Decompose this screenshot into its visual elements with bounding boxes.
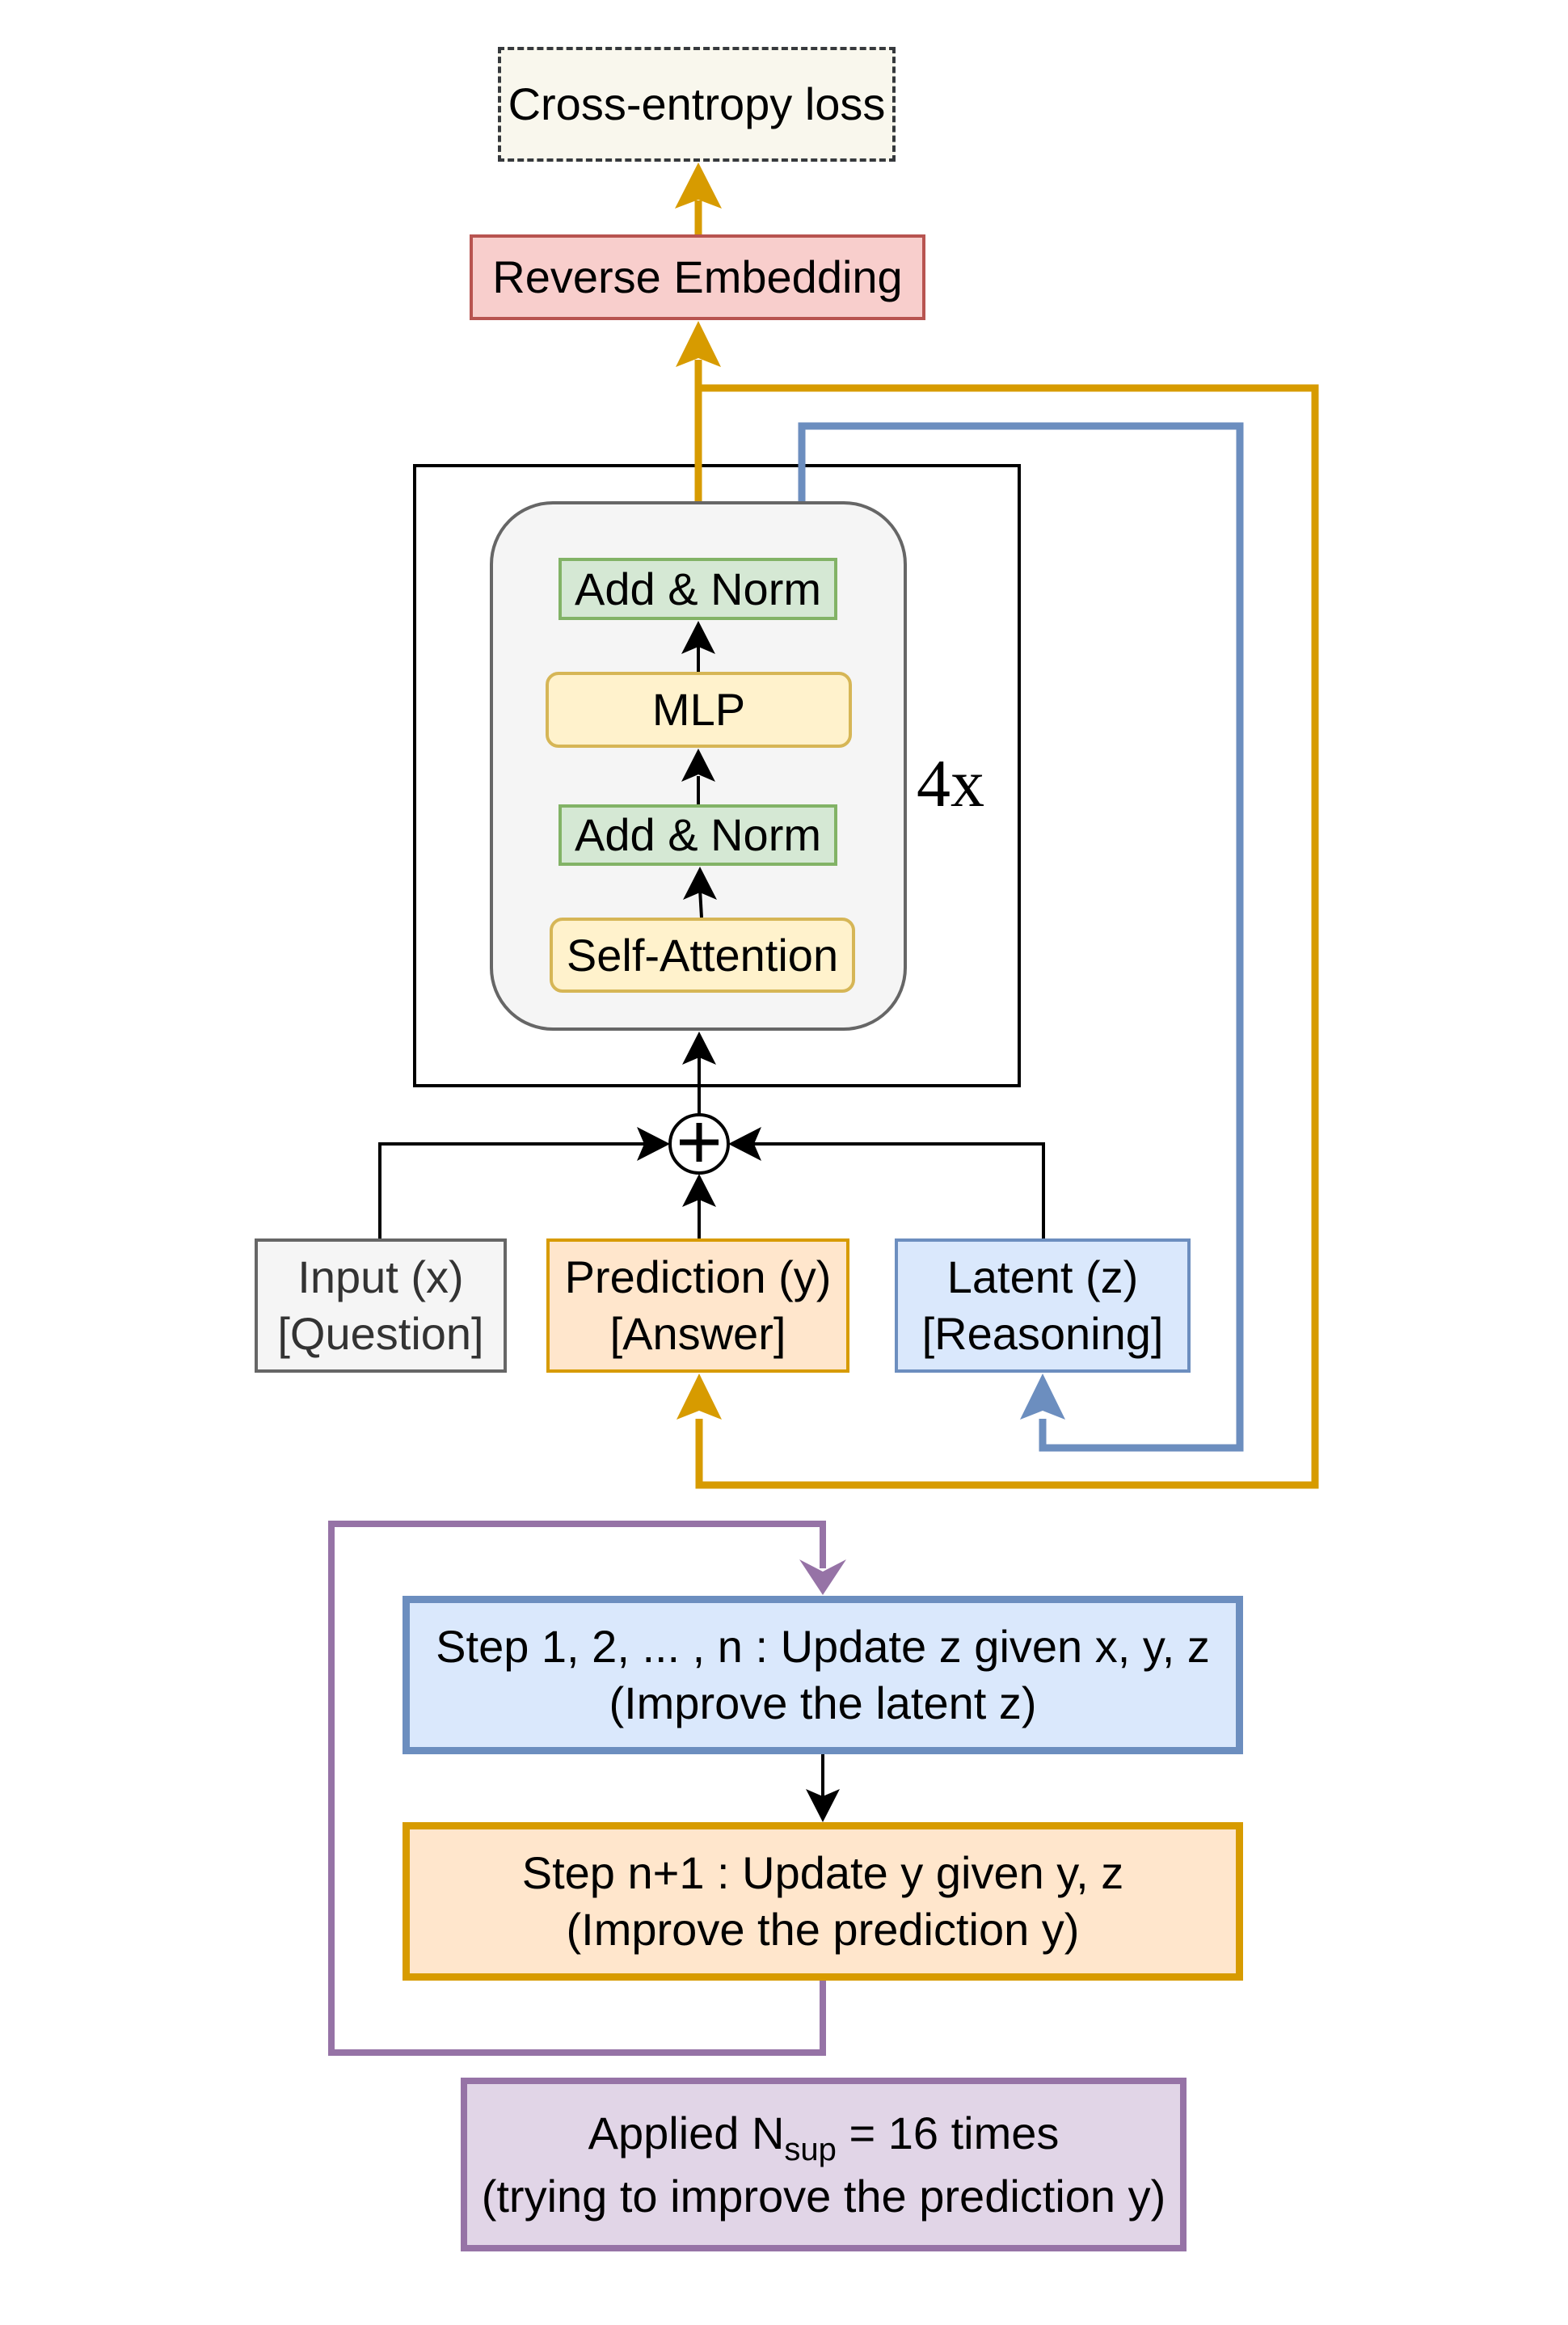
reverse-embedding-label: Reverse Embedding	[492, 251, 903, 302]
step-y-line1: Step n+1 : Update y given y, z	[521, 1847, 1124, 1898]
step-y-line2: (Improve the prediction y)	[566, 1904, 1080, 1955]
latent-z-line1: Latent (z)	[946, 1251, 1139, 1302]
blue-feedback-loop	[798, 422, 1244, 1452]
arrowhead-into-prediction	[677, 1373, 722, 1420]
add-norm-top-label: Add & Norm	[575, 563, 821, 614]
arrowhead-into-latent	[1020, 1373, 1065, 1420]
add-norm-bottom-label: Add & Norm	[575, 809, 821, 860]
prediction-y-node: Prediction (y) [Answer]	[546, 1238, 849, 1373]
add-norm-top-node: Add & Norm	[558, 558, 837, 620]
arrowhead-prediction-into-sum	[682, 1174, 716, 1207]
latent-z-line2: [Reasoning]	[921, 1308, 1164, 1359]
gold-feedback-loop	[695, 384, 1319, 1489]
reverse-embedding-node: Reverse Embedding	[470, 234, 925, 320]
self-attention-node: Self-Attention	[550, 918, 855, 993]
arrowhead-into-mlp	[681, 749, 715, 782]
loss-label: Cross-entropy loss	[508, 78, 886, 129]
latent-z-node: Latent (z) [Reasoning]	[895, 1238, 1191, 1373]
prediction-y-line2: [Answer]	[609, 1308, 786, 1359]
connector-latent-to-sum	[752, 1142, 1045, 1238]
arrowhead-into-addnorm-top	[681, 621, 715, 654]
step-update-z-node: Step 1, 2, ... , n : Update z given x, y…	[403, 1596, 1243, 1754]
input-x-line2: [Question]	[277, 1308, 484, 1359]
applied-subscript: sup	[784, 2131, 837, 2167]
arrowhead-into-reverse-embedding	[676, 321, 721, 367]
arrowhead-latent-into-sum	[728, 1127, 761, 1161]
applied-line1: Applied Nsup = 16 times	[588, 2102, 1060, 2167]
step-z-line2: (Improve the latent z)	[609, 1677, 1037, 1728]
add-norm-bottom-node: Add & Norm	[558, 804, 837, 866]
arrowhead-into-block	[682, 1032, 716, 1065]
input-x-line1: Input (x)	[297, 1251, 464, 1302]
arrowhead-into-step-y	[806, 1789, 840, 1822]
arrowhead-input-into-sum	[637, 1127, 670, 1161]
self-attention-label: Self-Attention	[566, 929, 839, 981]
mlp-label: MLP	[651, 684, 746, 735]
arrowhead-into-loss	[675, 162, 722, 209]
purple-recursion-loop	[328, 1521, 826, 2056]
step-update-y-node: Step n+1 : Update y given y, z (Improve …	[403, 1822, 1243, 1981]
applied-suffix: = 16 times	[836, 2107, 1060, 2158]
applied-nsup-node: Applied Nsup = 16 times (trying to impro…	[461, 2078, 1187, 2251]
mlp-node: MLP	[546, 672, 852, 748]
cross-entropy-loss-node: Cross-entropy loss	[498, 47, 896, 162]
arrowhead-into-step-z	[799, 1559, 846, 1595]
arrowhead-into-addnorm-bottom	[683, 867, 717, 900]
connector-input-to-sum	[378, 1142, 647, 1238]
prediction-y-line1: Prediction (y)	[564, 1251, 832, 1302]
connector-attention-to-addnorm	[698, 888, 703, 918]
input-x-node: Input (x) [Question]	[255, 1238, 507, 1373]
applied-line2: (trying to improve the prediction y)	[481, 2170, 1166, 2222]
step-z-line1: Step 1, 2, ... , n : Update z given x, y…	[436, 1621, 1210, 1672]
applied-prefix: Applied N	[588, 2107, 785, 2158]
repeat-count-label: 4x	[917, 746, 984, 821]
